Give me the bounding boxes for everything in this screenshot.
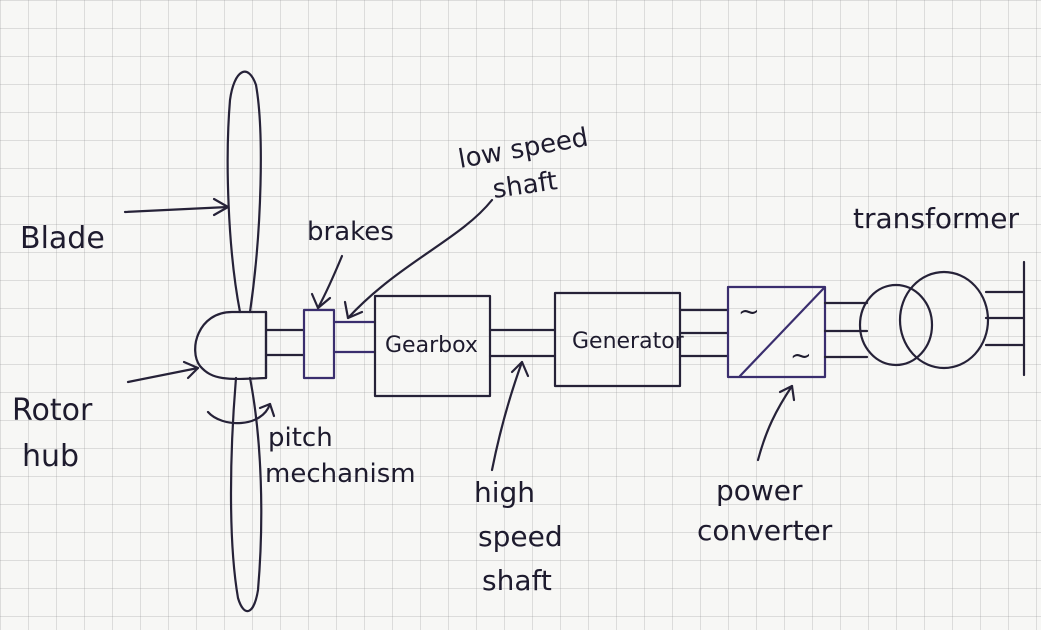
brakes-arrow (316, 254, 344, 310)
high-speed-shaft-label-line1: high (474, 476, 535, 509)
transformer-coil-left (858, 283, 934, 367)
pitch-mechanism-label-line1: pitch (268, 423, 333, 453)
blade-arrowhead (212, 197, 230, 217)
power-converter-arrowhead (778, 384, 796, 402)
blade-arrow (123, 205, 230, 214)
high-speed-shaft-arrowhead (510, 360, 530, 378)
low-speed-shaft-arrowhead (343, 300, 364, 320)
low-speed-shaft-arrow (346, 198, 494, 320)
lower-blade (229, 376, 263, 612)
brakes-label: brakes (307, 217, 394, 247)
high-speed-shaft-label-line2: speed (478, 520, 563, 553)
rotor-hub-label-line1: Rotor (12, 393, 93, 428)
transformer-coil-right (898, 270, 990, 370)
converter-ac-symbol-top: ~ (738, 297, 760, 327)
power-converter-diagonal (738, 286, 826, 378)
upper-blade (226, 70, 262, 314)
pitch-mechanism-arrow (206, 402, 272, 425)
converter-ac-symbol-bottom: ~ (790, 341, 812, 371)
high-speed-shaft-arrow (490, 360, 524, 472)
blade-label: Blade (20, 221, 105, 256)
power-converter-arrow (756, 384, 794, 462)
power-converter-label-line2: converter (697, 514, 833, 547)
power-converter-label-line1: power (716, 474, 803, 507)
low-speed-shaft-label-line1: low speed (456, 123, 590, 175)
rotor-hub-arrowhead (182, 360, 200, 380)
pitch-mechanism-arrowhead (258, 402, 276, 418)
high-speed-shaft-label-line3: shaft (482, 564, 552, 597)
brakes-arrowhead (310, 292, 332, 310)
generator-label: Generator (572, 329, 685, 354)
transformer-label: transformer (853, 202, 1019, 235)
pitch-mechanism-label-line2: mechanism (265, 459, 416, 489)
brakes-block (302, 308, 336, 380)
rotor-hub-label-line2: hub (22, 439, 79, 474)
gearbox-box (373, 294, 492, 398)
rotor-hub (194, 310, 268, 381)
low-speed-shaft-label-line2: shaft (491, 166, 559, 205)
gearbox-label: Gearbox (385, 333, 478, 358)
rotor-hub-arrow (126, 366, 200, 384)
generator-box (553, 291, 682, 388)
